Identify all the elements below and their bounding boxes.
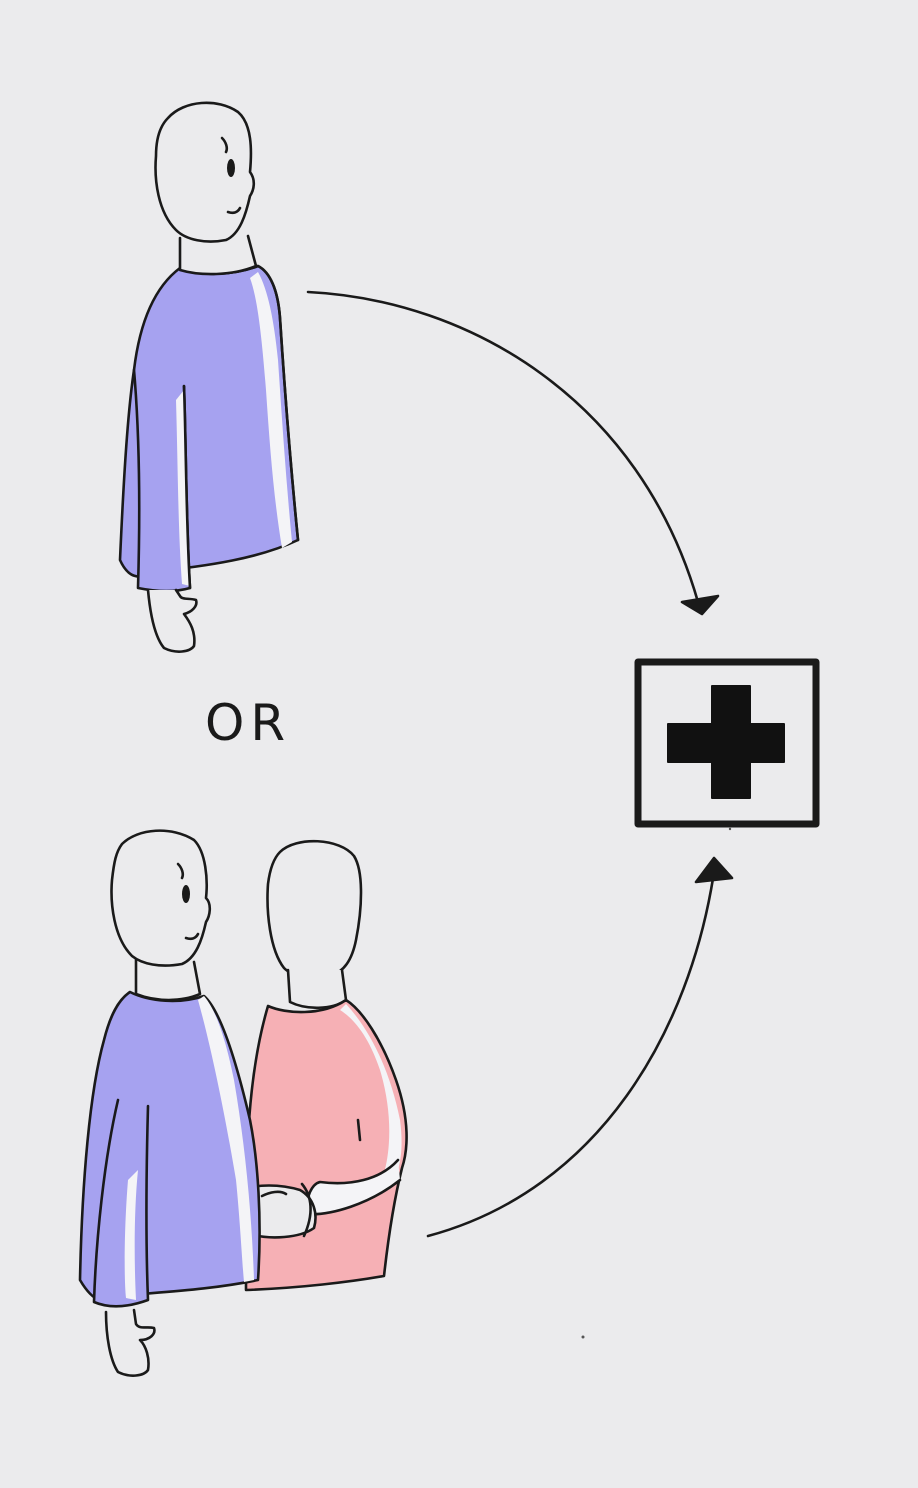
head <box>156 103 254 242</box>
arrowhead-top <box>682 596 718 614</box>
companion-head <box>268 841 361 978</box>
two-people-figure <box>80 831 407 1376</box>
arrow-bottom <box>428 858 732 1236</box>
medical-cross-icon <box>638 662 816 824</box>
arrow-top <box>308 292 718 614</box>
head-bottom <box>112 831 210 966</box>
arrowhead-bottom <box>696 858 732 882</box>
single-person-figure <box>120 103 298 652</box>
or-connector-label: OR <box>205 694 291 752</box>
pink-shirt <box>246 1000 407 1290</box>
hand <box>148 590 196 652</box>
